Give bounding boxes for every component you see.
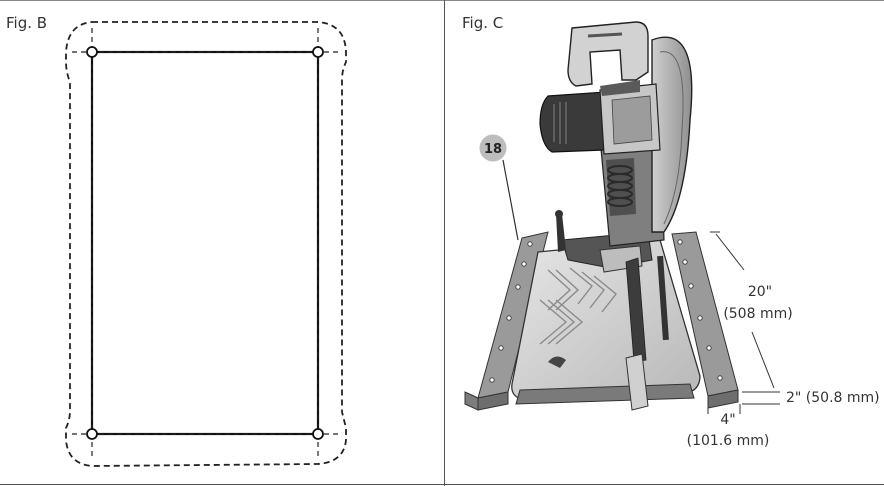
dimension-length-inches: 20" [748,284,772,300]
dimension-height: 2" (50.8 mm) [786,390,880,406]
callout-layer: 18 20" (508 mm) 2" (50.8 mm) 4" (101.6 m… [445,0,884,486]
dimension-width-mm: (101.6 mm) [687,433,770,449]
dimension-width-inches: 4" [720,412,735,428]
dimension-length-mm: (508 mm) [723,306,792,322]
mounting-hole-top-left [87,47,97,57]
bottom-border [0,484,884,485]
mounting-template-drawing [0,0,444,486]
solid-rectangle [92,52,318,434]
mounting-hole-bottom-right [313,429,323,439]
mounting-hole-bottom-left [87,429,97,439]
panel-fig-b: Fig. B [0,0,445,486]
center-lines [72,28,338,460]
callout-18-number: 18 [484,142,502,157]
mounting-hole-top-right [313,47,323,57]
panel-fig-c: Fig. C [445,0,884,486]
dashed-outline [66,22,346,466]
